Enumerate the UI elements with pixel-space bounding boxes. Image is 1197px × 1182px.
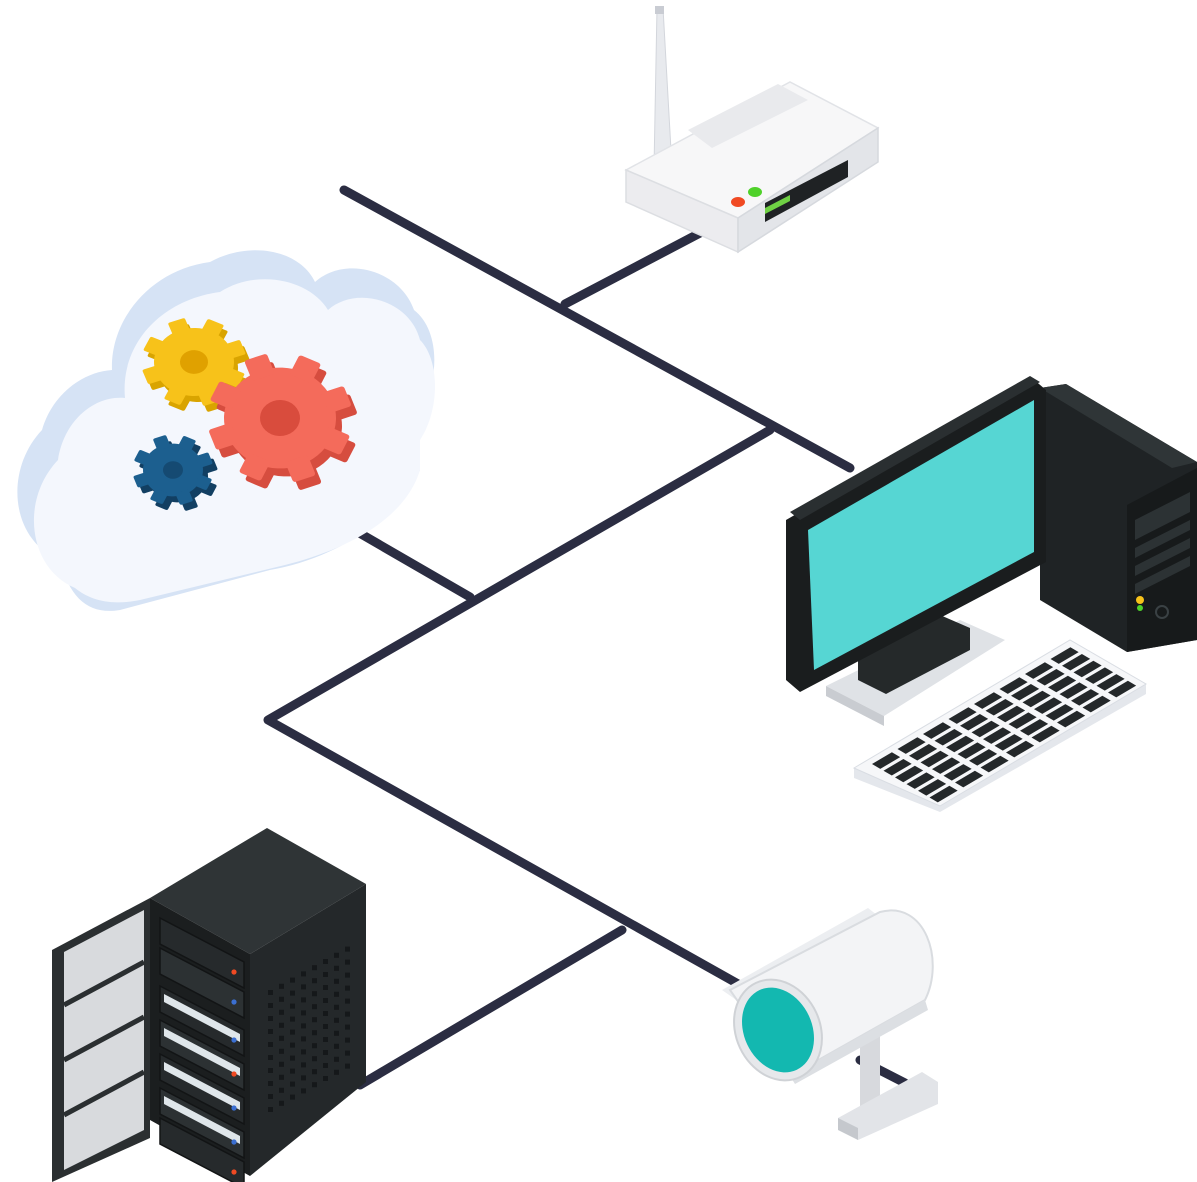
keyboard-key: [1025, 662, 1054, 679]
keyboard-key: [883, 759, 912, 776]
keyboard-key: [957, 742, 986, 759]
keyboard-key: [1108, 680, 1137, 698]
keyboard-key: [943, 764, 972, 781]
rack-server-units: [159, 916, 245, 1182]
keyboard-key: [1045, 704, 1074, 721]
keyboard-key: [971, 720, 1000, 738]
keyboard-key: [1082, 695, 1111, 713]
camera-lens: [742, 987, 814, 1073]
rack-vents: [268, 946, 350, 1112]
keyboard-key: [960, 714, 989, 731]
keyboard-key: [1096, 674, 1125, 691]
keyboard-key: [980, 755, 1009, 773]
keyboard-key: [969, 749, 998, 766]
keyboard-key: [955, 770, 984, 788]
keyboard-key: [1059, 682, 1088, 699]
keyboard-key: [1057, 710, 1086, 728]
security-camera-icon: [722, 908, 938, 1140]
keyboard-key: [920, 750, 949, 768]
keyboard-key: [909, 744, 938, 761]
keyboard-key: [1073, 660, 1102, 678]
cloud-gears-icon: [17, 250, 436, 611]
keyboard-key: [1034, 697, 1063, 714]
keyboard-key: [948, 707, 977, 724]
keyboard-keys: [872, 647, 1137, 803]
cable-router: [560, 228, 705, 309]
keyboard-key: [946, 735, 975, 753]
keyboard-key: [1022, 690, 1051, 708]
keyboard-key: [932, 757, 961, 774]
keyboard-key: [1048, 675, 1077, 693]
monitor-screen: [808, 400, 1034, 670]
keyboard-key: [985, 699, 1014, 716]
keyboard-key: [974, 692, 1003, 709]
keyboard-key: [997, 705, 1026, 723]
desktop-computer-icon: [786, 376, 1197, 812]
cable-trunk: [263, 425, 775, 990]
keyboard-key: [1011, 684, 1040, 701]
keyboard-key: [918, 779, 947, 796]
keyboard-key: [1062, 654, 1091, 671]
keyboard-key: [929, 785, 958, 803]
keyboard-key: [895, 765, 924, 783]
keyboard-key: [1085, 667, 1114, 684]
keyboard-key: [923, 722, 952, 739]
keyboard-key: [934, 729, 963, 746]
cable-server: [355, 925, 627, 1090]
keyboard-key: [994, 734, 1023, 751]
keyboard-key: [872, 752, 901, 769]
keyboard-key: [1008, 712, 1037, 729]
keyboard-key: [1031, 725, 1060, 743]
keyboard-key: [1050, 647, 1079, 664]
server-rack-icon: [52, 828, 366, 1182]
keyboard-key: [983, 727, 1012, 744]
keyboard-key: [1020, 719, 1049, 736]
keyboard-key: [1036, 669, 1065, 686]
keyboard-key: [999, 677, 1028, 694]
wifi-router-icon: [624, 6, 880, 254]
keyboard-key: [897, 737, 926, 754]
keyboard-key: [906, 772, 935, 789]
keyboard-key: [1071, 689, 1100, 706]
keyboard-key: [1006, 740, 1035, 758]
cable-backbone: [339, 185, 855, 473]
